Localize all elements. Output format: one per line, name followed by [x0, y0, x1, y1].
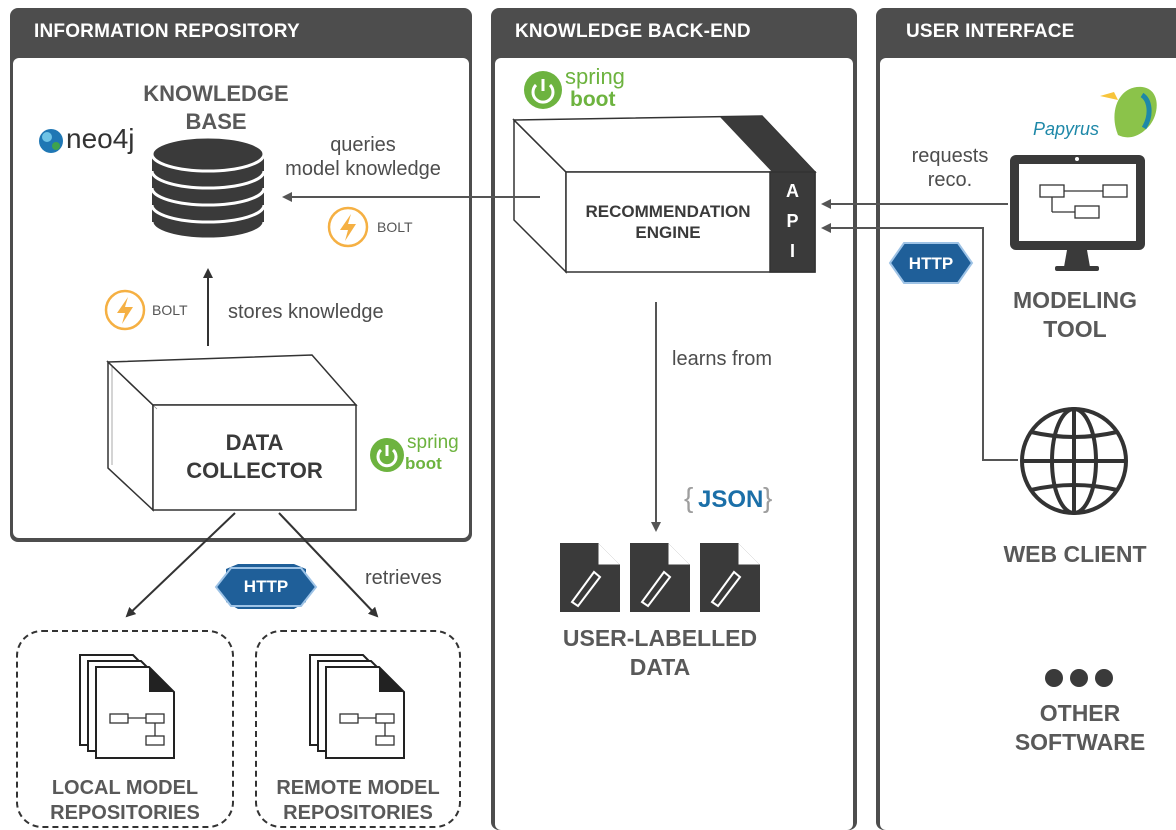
http-label: HTTP	[908, 254, 954, 273]
bolt-label: BOLT	[152, 302, 188, 318]
http-badge	[214, 564, 318, 609]
spring-boot-logo-icon	[524, 71, 562, 109]
papyrus-logo-icon	[1100, 86, 1157, 138]
request-web-arrow	[821, 223, 1018, 461]
bolt-icon	[327, 206, 369, 248]
ellipsis-icon	[1045, 669, 1113, 687]
api-label-p: P	[786, 211, 799, 231]
local-repositories-label: LOCAL MODEL REPOSITORIES	[50, 777, 200, 824]
knowledge-base-label: KNOWLEDGE BASE	[143, 81, 289, 134]
other-software-label: OTHER SOFTWARE	[1014, 700, 1146, 755]
json-brace-left: {	[684, 482, 694, 513]
modeling-tool-label: MODELING TOOL	[1013, 287, 1137, 342]
monitor-icon	[1010, 155, 1145, 271]
globe-icon	[1020, 407, 1128, 515]
remote-repositories-label: REMOTE MODEL REPOSITORIES	[276, 777, 440, 824]
model-document-stack-icon	[79, 654, 175, 759]
stores-label: stores knowledge	[228, 301, 384, 323]
boot-logo-text: boot	[405, 454, 442, 473]
boot-logo-text: boot	[570, 88, 616, 111]
data-collector-label: DATA COLLECTOR	[186, 430, 323, 483]
retrieve-remote-arrow	[278, 512, 379, 618]
web-client-label: WEB CLIENT	[1003, 541, 1147, 567]
queries-label: queries model knowledge	[285, 134, 441, 180]
user-interface-title: USER INTERFACE	[906, 21, 1075, 42]
bolt-icon	[104, 289, 146, 331]
neo4j-logo-icon	[39, 129, 63, 153]
spring-logo-text: spring	[407, 432, 459, 453]
document-edit-icon	[630, 543, 690, 612]
retrieves-label: retrieves	[365, 567, 442, 589]
learns-from-label: learns from	[672, 348, 773, 370]
spring-boot-logo-icon	[370, 438, 404, 472]
papyrus-logo-text: Papyrus	[1033, 119, 1100, 139]
requests-reco-label: requests reco.	[911, 145, 989, 191]
information-repository-title: INFORMATION REPOSITORY	[34, 21, 300, 42]
json-brace-right: }	[763, 482, 773, 513]
api-label-i: I	[789, 241, 795, 261]
database-icon	[150, 135, 266, 241]
neo4j-logo-text: neo4j	[66, 123, 135, 154]
json-logo-text: JSON	[698, 486, 764, 513]
api-label-a: A	[786, 181, 799, 201]
retrieve-local-arrow	[125, 512, 236, 618]
document-edit-icon	[560, 543, 620, 612]
knowledge-backend-title: KNOWLEDGE BACK-END	[515, 21, 751, 42]
recommendation-engine-label: RECOMMENDATION ENGINE	[585, 202, 751, 243]
http-badge	[888, 242, 974, 284]
document-edit-icon	[700, 543, 760, 612]
user-labelled-data-label: USER-LABELLED DATA	[562, 625, 758, 680]
http-label: HTTP	[243, 577, 289, 596]
model-document-stack-icon	[309, 654, 405, 759]
spring-logo-text: spring	[565, 64, 625, 89]
bolt-label: BOLT	[377, 219, 413, 235]
